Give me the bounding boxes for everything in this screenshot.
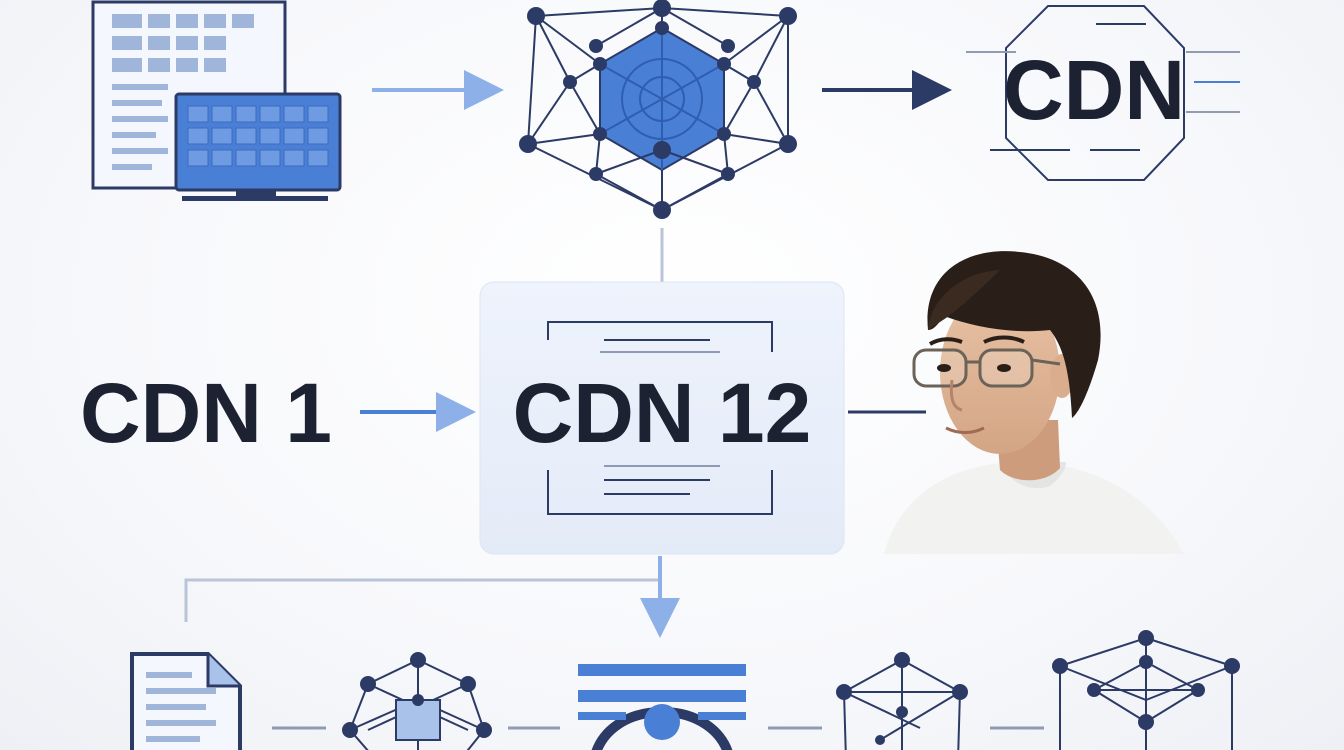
server-stack-icon [578, 664, 746, 750]
file-icon [130, 652, 242, 750]
octagon-badge-icon [966, 5, 1240, 181]
document-with-monitor-icon [91, 0, 342, 201]
cdn-12-label: CDN 12 [513, 366, 812, 460]
network-graph-icon [1052, 630, 1240, 750]
network-graph-icon [519, 0, 797, 219]
cdn-top-label: CDN [1003, 43, 1185, 137]
connector-bottom-bracket [184, 578, 660, 622]
cdn-12-panel [479, 281, 845, 555]
network-graph-icon [836, 652, 968, 750]
network-graph-icon [342, 652, 492, 750]
person-photo [884, 251, 1184, 554]
cdn-1-label: CDN 1 [80, 366, 332, 460]
